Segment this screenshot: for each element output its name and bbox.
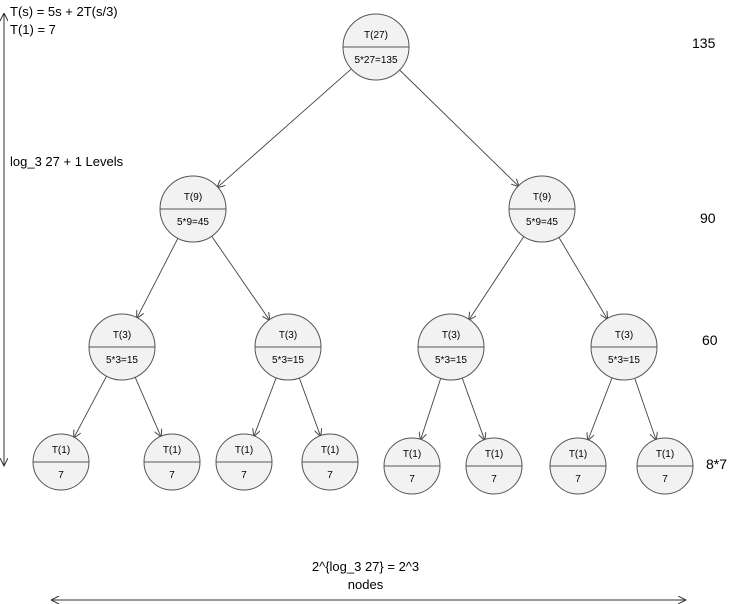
tree-node: T(3) 5*3=15 bbox=[88, 313, 156, 381]
levels-count-label: log_3 27 + 1 Levels bbox=[10, 154, 124, 169]
tree-edge bbox=[469, 236, 525, 320]
node-cost: 7 bbox=[169, 470, 175, 481]
node-title: T(9) bbox=[533, 192, 551, 203]
node-cost: 7 bbox=[575, 474, 581, 485]
node-title: T(1) bbox=[569, 449, 587, 460]
node-title: T(3) bbox=[279, 330, 297, 341]
tree-node: T(1) 7 bbox=[301, 433, 359, 491]
node-cost: 5*27=135 bbox=[354, 55, 398, 66]
tree-node: T(1) 7 bbox=[383, 437, 441, 495]
node-title: T(1) bbox=[235, 445, 253, 456]
tree-edge bbox=[399, 69, 519, 186]
node-title: T(1) bbox=[163, 445, 181, 456]
node-title: T(1) bbox=[321, 445, 339, 456]
tree-node: T(1) 7 bbox=[143, 433, 201, 491]
tree-node: T(1) 7 bbox=[465, 437, 523, 495]
node-cost: 7 bbox=[327, 470, 333, 481]
base-case-formula: T(1) = 7 bbox=[10, 22, 56, 37]
tree-edge bbox=[298, 377, 320, 436]
node-cost: 5*3=15 bbox=[608, 355, 640, 366]
level-sum-3: 8*7 bbox=[706, 456, 728, 472]
node-cost: 5*9=45 bbox=[177, 217, 209, 228]
node-title: T(27) bbox=[364, 30, 388, 41]
node-cost: 7 bbox=[409, 474, 415, 485]
tree-node: T(3) 5*3=15 bbox=[254, 313, 322, 381]
tree-node: T(3) 5*3=15 bbox=[590, 313, 658, 381]
node-cost: 7 bbox=[662, 474, 668, 485]
tree-edge bbox=[421, 378, 442, 439]
level-sum-0: 135 bbox=[692, 35, 716, 51]
tree-node: T(1) 7 bbox=[32, 433, 90, 491]
tree-node: T(27) 5*27=135 bbox=[342, 13, 410, 81]
tree-node: T(1) 7 bbox=[636, 437, 694, 495]
tree-edge bbox=[211, 235, 270, 320]
node-cost: 5*3=15 bbox=[106, 355, 138, 366]
node-title: T(3) bbox=[615, 330, 633, 341]
node-title: T(3) bbox=[113, 330, 131, 341]
node-title: T(1) bbox=[52, 445, 70, 456]
tree-edge bbox=[254, 377, 277, 436]
tree-edges bbox=[74, 68, 656, 440]
node-cost: 7 bbox=[58, 470, 64, 481]
tree-edge bbox=[218, 68, 352, 187]
tree-edge bbox=[461, 377, 484, 440]
node-title: T(3) bbox=[442, 330, 460, 341]
tree-edge bbox=[588, 377, 613, 440]
level-sum-1: 90 bbox=[700, 210, 716, 226]
tree-edge bbox=[634, 378, 656, 439]
node-title: T(9) bbox=[184, 192, 202, 203]
tree-edge bbox=[74, 375, 107, 437]
node-cost: 7 bbox=[241, 470, 247, 481]
node-cost: 5*3=15 bbox=[435, 355, 467, 366]
node-title: T(1) bbox=[485, 449, 503, 460]
node-title: T(1) bbox=[403, 449, 421, 460]
tree-edge bbox=[137, 238, 179, 317]
tree-edge bbox=[134, 377, 161, 436]
recurrence-formula: T(s) = 5s + 2T(s/3) bbox=[10, 4, 118, 19]
level-sum-2: 60 bbox=[702, 332, 718, 348]
node-title: T(1) bbox=[656, 449, 674, 460]
tree-node: T(1) 7 bbox=[215, 433, 273, 491]
tree-node: T(1) 7 bbox=[549, 437, 607, 495]
node-cost: 7 bbox=[491, 474, 497, 485]
node-count-label: nodes bbox=[347, 577, 384, 592]
node-cost: 5*9=45 bbox=[526, 217, 558, 228]
tree-node: T(9) 5*9=45 bbox=[508, 175, 576, 243]
tree-node: T(3) 5*3=15 bbox=[417, 313, 485, 381]
tree-node: T(9) 5*9=45 bbox=[159, 175, 227, 243]
node-count-formula: 2^{log_3 27} = 2^3 bbox=[311, 559, 420, 574]
node-cost: 5*3=15 bbox=[272, 355, 304, 366]
tree-edge bbox=[558, 237, 607, 318]
